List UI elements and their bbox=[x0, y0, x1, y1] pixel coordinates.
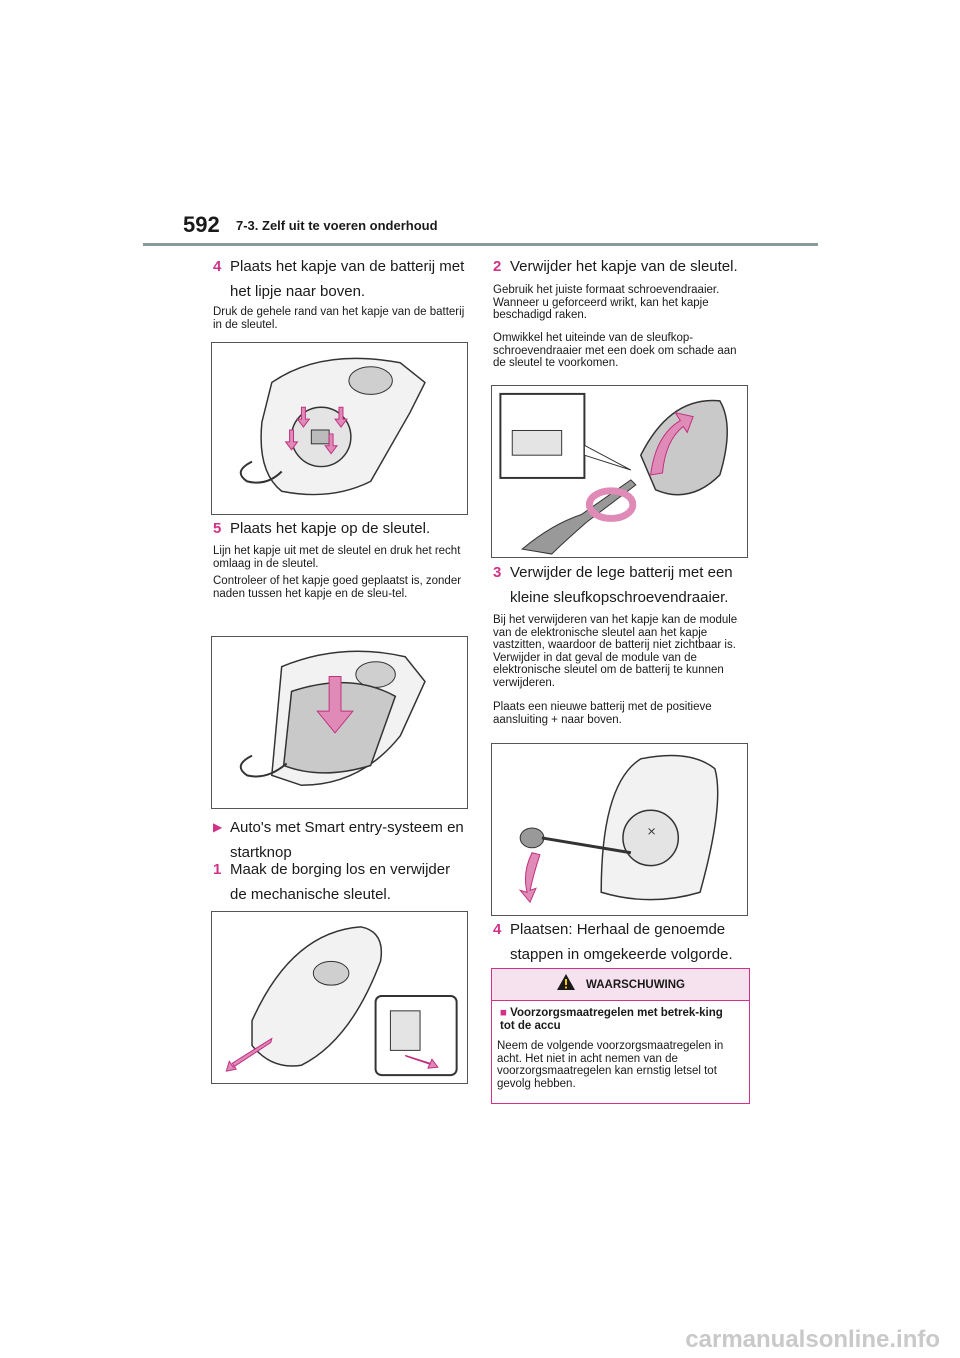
warning-subtitle: ■ Voorzorgsmaatregelen met betrek-king t… bbox=[500, 1007, 740, 1032]
step-number: 5 bbox=[213, 520, 222, 537]
section-title: 7-3. Zelf uit te voeren onderhoud bbox=[236, 218, 438, 233]
triangle-bullet-icon: ▶ bbox=[213, 820, 223, 834]
step-text: Plaats het kapje van de batterij met het… bbox=[230, 258, 465, 300]
step-4-right: 4 Plaatsen: Herhaal de genoemde stappen … bbox=[493, 917, 750, 967]
warning-box: WAARSCHUWING ■ Voorzorgsmaatregelen met … bbox=[491, 968, 750, 1104]
figure-cover-on-key bbox=[211, 636, 468, 809]
subhead-smart-entry: ▶ Auto's met Smart entry-systeem en star… bbox=[213, 815, 468, 865]
step-text: Plaats het kapje op de sleutel. bbox=[230, 520, 431, 537]
figure-remove-battery: × bbox=[491, 743, 748, 916]
step-1: 1 Maak de borging los en verwijder de me… bbox=[213, 857, 468, 907]
header-divider bbox=[143, 243, 818, 246]
warning-triangle-icon bbox=[556, 973, 576, 996]
step-text: Verwijder de lege batterij met een klein… bbox=[510, 564, 733, 606]
step-4-left: 4 Plaats het kapje van de batterij met h… bbox=[213, 254, 468, 304]
note-step-3b: Plaats een nieuwe batterij met de positi… bbox=[493, 701, 712, 726]
step-number: 3 bbox=[493, 564, 502, 581]
figure-remove-mechanical-key bbox=[211, 911, 468, 1084]
note-step-5a: Lijn het kapje uit met de sleutel en dru… bbox=[213, 545, 461, 570]
warning-body: Neem de volgende voorzorgsmaatregelen in… bbox=[497, 1040, 724, 1090]
svg-text:×: × bbox=[647, 824, 657, 838]
step-number: 4 bbox=[493, 921, 502, 938]
warning-header: WAARSCHUWING bbox=[492, 969, 749, 1001]
note-step-4: Druk de gehele rand van het kapje van de… bbox=[213, 306, 465, 331]
step-2: 2 Verwijder het kapje van de sleutel. bbox=[493, 254, 750, 279]
step-3: 3 Verwijder de lege batterij met een kle… bbox=[493, 560, 750, 610]
step-number: 2 bbox=[493, 258, 502, 275]
note-step-5b: Controleer of het kapje goed geplaatst i… bbox=[213, 575, 462, 600]
square-bullet-icon: ■ bbox=[500, 1007, 507, 1019]
step-number: 4 bbox=[213, 258, 222, 275]
subhead-text: Auto's met Smart entry-systeem en startk… bbox=[230, 819, 464, 861]
step-text: Maak de borging los en verwijder de mech… bbox=[230, 861, 451, 903]
note-step-3a: Bij het verwijderen van het kapje kan de… bbox=[493, 614, 738, 689]
note-step-2a: Gebruik het juiste formaat schroevendraa… bbox=[493, 284, 720, 321]
watermark: carmanualsonline.info bbox=[685, 1326, 940, 1353]
warning-title: WAARSCHUWING bbox=[585, 978, 686, 991]
note-step-2b: Omwikkel het uiteinde van de sleufkop-sc… bbox=[493, 332, 737, 369]
warning-subtitle-text: Voorzorgsmaatregelen met betrek-king tot… bbox=[500, 1007, 723, 1032]
step-5: 5 Plaats het kapje op de sleutel. bbox=[213, 516, 468, 541]
page-number: 592 bbox=[183, 212, 220, 237]
step-number: 1 bbox=[213, 861, 222, 878]
figure-remove-cover-screwdriver bbox=[491, 385, 748, 558]
figure-battery-cover bbox=[211, 342, 468, 515]
step-text: Plaatsen: Herhaal de genoemde stappen in… bbox=[510, 921, 733, 963]
step-text: Verwijder het kapje van de sleutel. bbox=[510, 258, 738, 275]
